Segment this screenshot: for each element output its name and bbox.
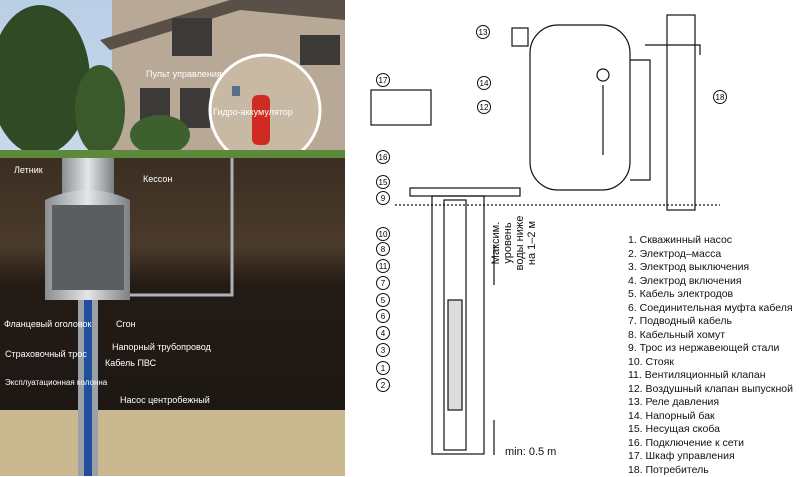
legend-item: 1. Скважинный насос bbox=[628, 234, 793, 248]
label-flange-head: Фланцевый оголовок bbox=[4, 319, 92, 329]
label-fitting: Сгон bbox=[116, 319, 136, 329]
legend-item: 8. Кабельный хомут bbox=[628, 329, 793, 343]
water-level-line: на 1–2 м bbox=[526, 188, 538, 298]
callout-number: 12 bbox=[480, 103, 489, 112]
callout-number: 4 bbox=[381, 329, 386, 338]
water-level-label: Максим. уровень воды ниже на 1–2 м bbox=[490, 188, 538, 298]
legend-item: 2. Электрод–масса bbox=[628, 248, 793, 262]
legend-item: 9. Трос из нержавеющей стали bbox=[628, 342, 793, 356]
callout-number: 17 bbox=[379, 76, 388, 85]
sand-layer bbox=[0, 410, 345, 476]
label-casing: Эксплуатационная колонна bbox=[5, 378, 108, 387]
legend-item: 10. Стояк bbox=[628, 356, 793, 370]
accumulator bbox=[252, 95, 270, 145]
callout-number: 16 bbox=[379, 153, 388, 162]
callout-number: 13 bbox=[479, 28, 488, 37]
photo-panel: Пульт управления Гидро-аккумулятор Летни… bbox=[0, 0, 345, 476]
label-accumulator: Гидро-аккумулятор bbox=[213, 107, 293, 117]
label-caisson: Кессон bbox=[143, 174, 172, 184]
control-cabinet bbox=[371, 90, 431, 125]
legend-item: 16. Подключение к сети bbox=[628, 437, 793, 451]
legend-item: 6. Соединительная муфта кабеля bbox=[628, 302, 793, 316]
callout-number: 15 bbox=[379, 178, 388, 187]
callout-number: 6 bbox=[381, 312, 386, 321]
label-control-panel: Пульт управления bbox=[146, 69, 222, 79]
callout-number: 1 bbox=[381, 364, 386, 373]
legend-item: 15. Несущая скоба bbox=[628, 423, 793, 437]
pressure-relay bbox=[512, 28, 528, 46]
legend-item: 11. Вентиляционный клапан bbox=[628, 369, 793, 383]
pressure-tank bbox=[530, 25, 630, 190]
callout-number: 18 bbox=[716, 93, 725, 102]
label-safety-rope: Страховочный трос bbox=[5, 349, 87, 359]
callout-number: 5 bbox=[381, 296, 386, 305]
legend-item: 12. Воздушный клапан выпускной bbox=[628, 383, 793, 397]
callout-number: 3 bbox=[381, 346, 386, 355]
brick-wall bbox=[667, 15, 695, 210]
label-pressure-pipe: Напорный трубопровод bbox=[112, 342, 212, 352]
legend-item: 18. Потребитель bbox=[628, 464, 793, 477]
callout-number: 14 bbox=[480, 79, 489, 88]
legend-item: 14. Напорный бак bbox=[628, 410, 793, 424]
callout-number: 11 bbox=[379, 262, 388, 271]
callout-number: 7 bbox=[381, 279, 386, 288]
label-cable: Кабель ПВС bbox=[105, 358, 157, 368]
callout-number: 9 bbox=[381, 194, 386, 203]
callout-number: 8 bbox=[381, 245, 386, 254]
water-level-line: уровень bbox=[502, 188, 514, 298]
water-level-line: воды ниже bbox=[514, 188, 526, 298]
label-pump: Насос центробежный bbox=[120, 395, 210, 405]
legend-item: 5. Кабель электродов bbox=[628, 288, 793, 302]
min-depth-label: min: 0.5 m bbox=[505, 446, 556, 458]
pump-body bbox=[448, 300, 462, 410]
legend-item: 4. Электрод включения bbox=[628, 275, 793, 289]
callout-number: 10 bbox=[379, 230, 388, 239]
water-level-line: Максим. bbox=[490, 188, 502, 298]
legend-item: 7. Подводный кабель bbox=[628, 315, 793, 329]
callout-number: 2 bbox=[381, 381, 386, 390]
legend-item: 17. Шкаф управления bbox=[628, 450, 793, 464]
legend-item: 3. Электрод выключения bbox=[628, 261, 793, 275]
label-summer-pipe: Летник bbox=[14, 165, 43, 175]
legend-item: 13. Реле давления bbox=[628, 396, 793, 410]
